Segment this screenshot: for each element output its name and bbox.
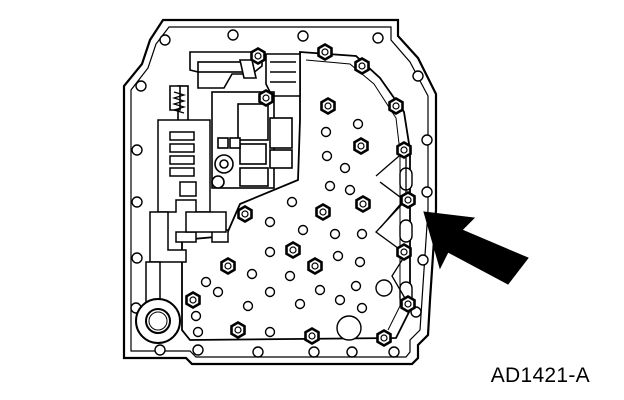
lower-left-plug bbox=[135, 298, 181, 344]
round-plug bbox=[329, 228, 341, 240]
round-plug bbox=[350, 280, 362, 292]
hex-bolt-center bbox=[392, 102, 400, 110]
large-passages bbox=[336, 279, 393, 341]
round-plug bbox=[356, 228, 368, 240]
hex-bolt-center bbox=[321, 48, 329, 56]
round-plug bbox=[332, 250, 344, 262]
hex-bolt-center bbox=[359, 200, 367, 208]
round-plug bbox=[352, 118, 364, 130]
solenoid-block bbox=[211, 91, 293, 189]
valve-body-hex-bolts bbox=[185, 42, 416, 347]
round-plug bbox=[344, 184, 356, 196]
hex-bolt-center bbox=[241, 210, 249, 218]
round-plug bbox=[190, 310, 202, 322]
hex-bolt-center bbox=[234, 326, 242, 334]
round-plug bbox=[321, 150, 333, 162]
round-plug bbox=[286, 196, 298, 208]
round-plug bbox=[212, 286, 224, 298]
hex-bolt-center bbox=[289, 246, 297, 254]
round-plug bbox=[356, 302, 368, 314]
round-plug bbox=[264, 216, 276, 228]
hex-bolt-center bbox=[400, 146, 408, 154]
round-plug bbox=[284, 270, 296, 282]
hex-bolt-center bbox=[254, 52, 262, 60]
valve-body-round-plugs bbox=[190, 118, 368, 338]
round-plug bbox=[314, 284, 326, 296]
figure-id-label: AD1421-A bbox=[490, 364, 590, 387]
hex-bolt-center bbox=[308, 332, 316, 340]
hex-bolt-center bbox=[404, 300, 412, 308]
spring-stack bbox=[171, 91, 187, 114]
round-plug bbox=[264, 286, 276, 298]
round-plug bbox=[264, 246, 276, 258]
case-inner-outline bbox=[130, 26, 429, 358]
round-plug bbox=[339, 162, 351, 174]
hex-bolt-center bbox=[224, 262, 232, 270]
round-plug bbox=[192, 326, 204, 338]
hex-bolt-center bbox=[189, 296, 197, 304]
hex-bolt-center bbox=[319, 208, 327, 216]
hex-bolt-center bbox=[311, 262, 319, 270]
hex-bolt-center bbox=[357, 142, 365, 150]
manual-valve-assembly bbox=[145, 119, 229, 311]
round-plug bbox=[320, 126, 332, 138]
hex-bolt-center bbox=[358, 62, 366, 70]
callout-arrow bbox=[423, 211, 529, 285]
hex-bolt-center bbox=[380, 334, 388, 342]
hex-bolt-center bbox=[262, 94, 270, 102]
hex-bolt-center bbox=[404, 196, 412, 204]
round-plug bbox=[354, 256, 366, 268]
case-bolt-holes bbox=[130, 29, 433, 358]
round-plug bbox=[294, 298, 306, 310]
round-plug bbox=[297, 224, 309, 236]
round-plug bbox=[264, 326, 276, 338]
round-plug bbox=[324, 180, 336, 192]
round-plug bbox=[246, 268, 258, 280]
valve-body-channel bbox=[305, 59, 401, 331]
hex-bolt-center bbox=[400, 248, 408, 256]
upper-linkage bbox=[169, 51, 301, 123]
round-plug bbox=[334, 294, 346, 306]
round-plug bbox=[242, 300, 254, 312]
hex-bolt-center bbox=[324, 102, 332, 110]
round-plug bbox=[200, 276, 212, 288]
